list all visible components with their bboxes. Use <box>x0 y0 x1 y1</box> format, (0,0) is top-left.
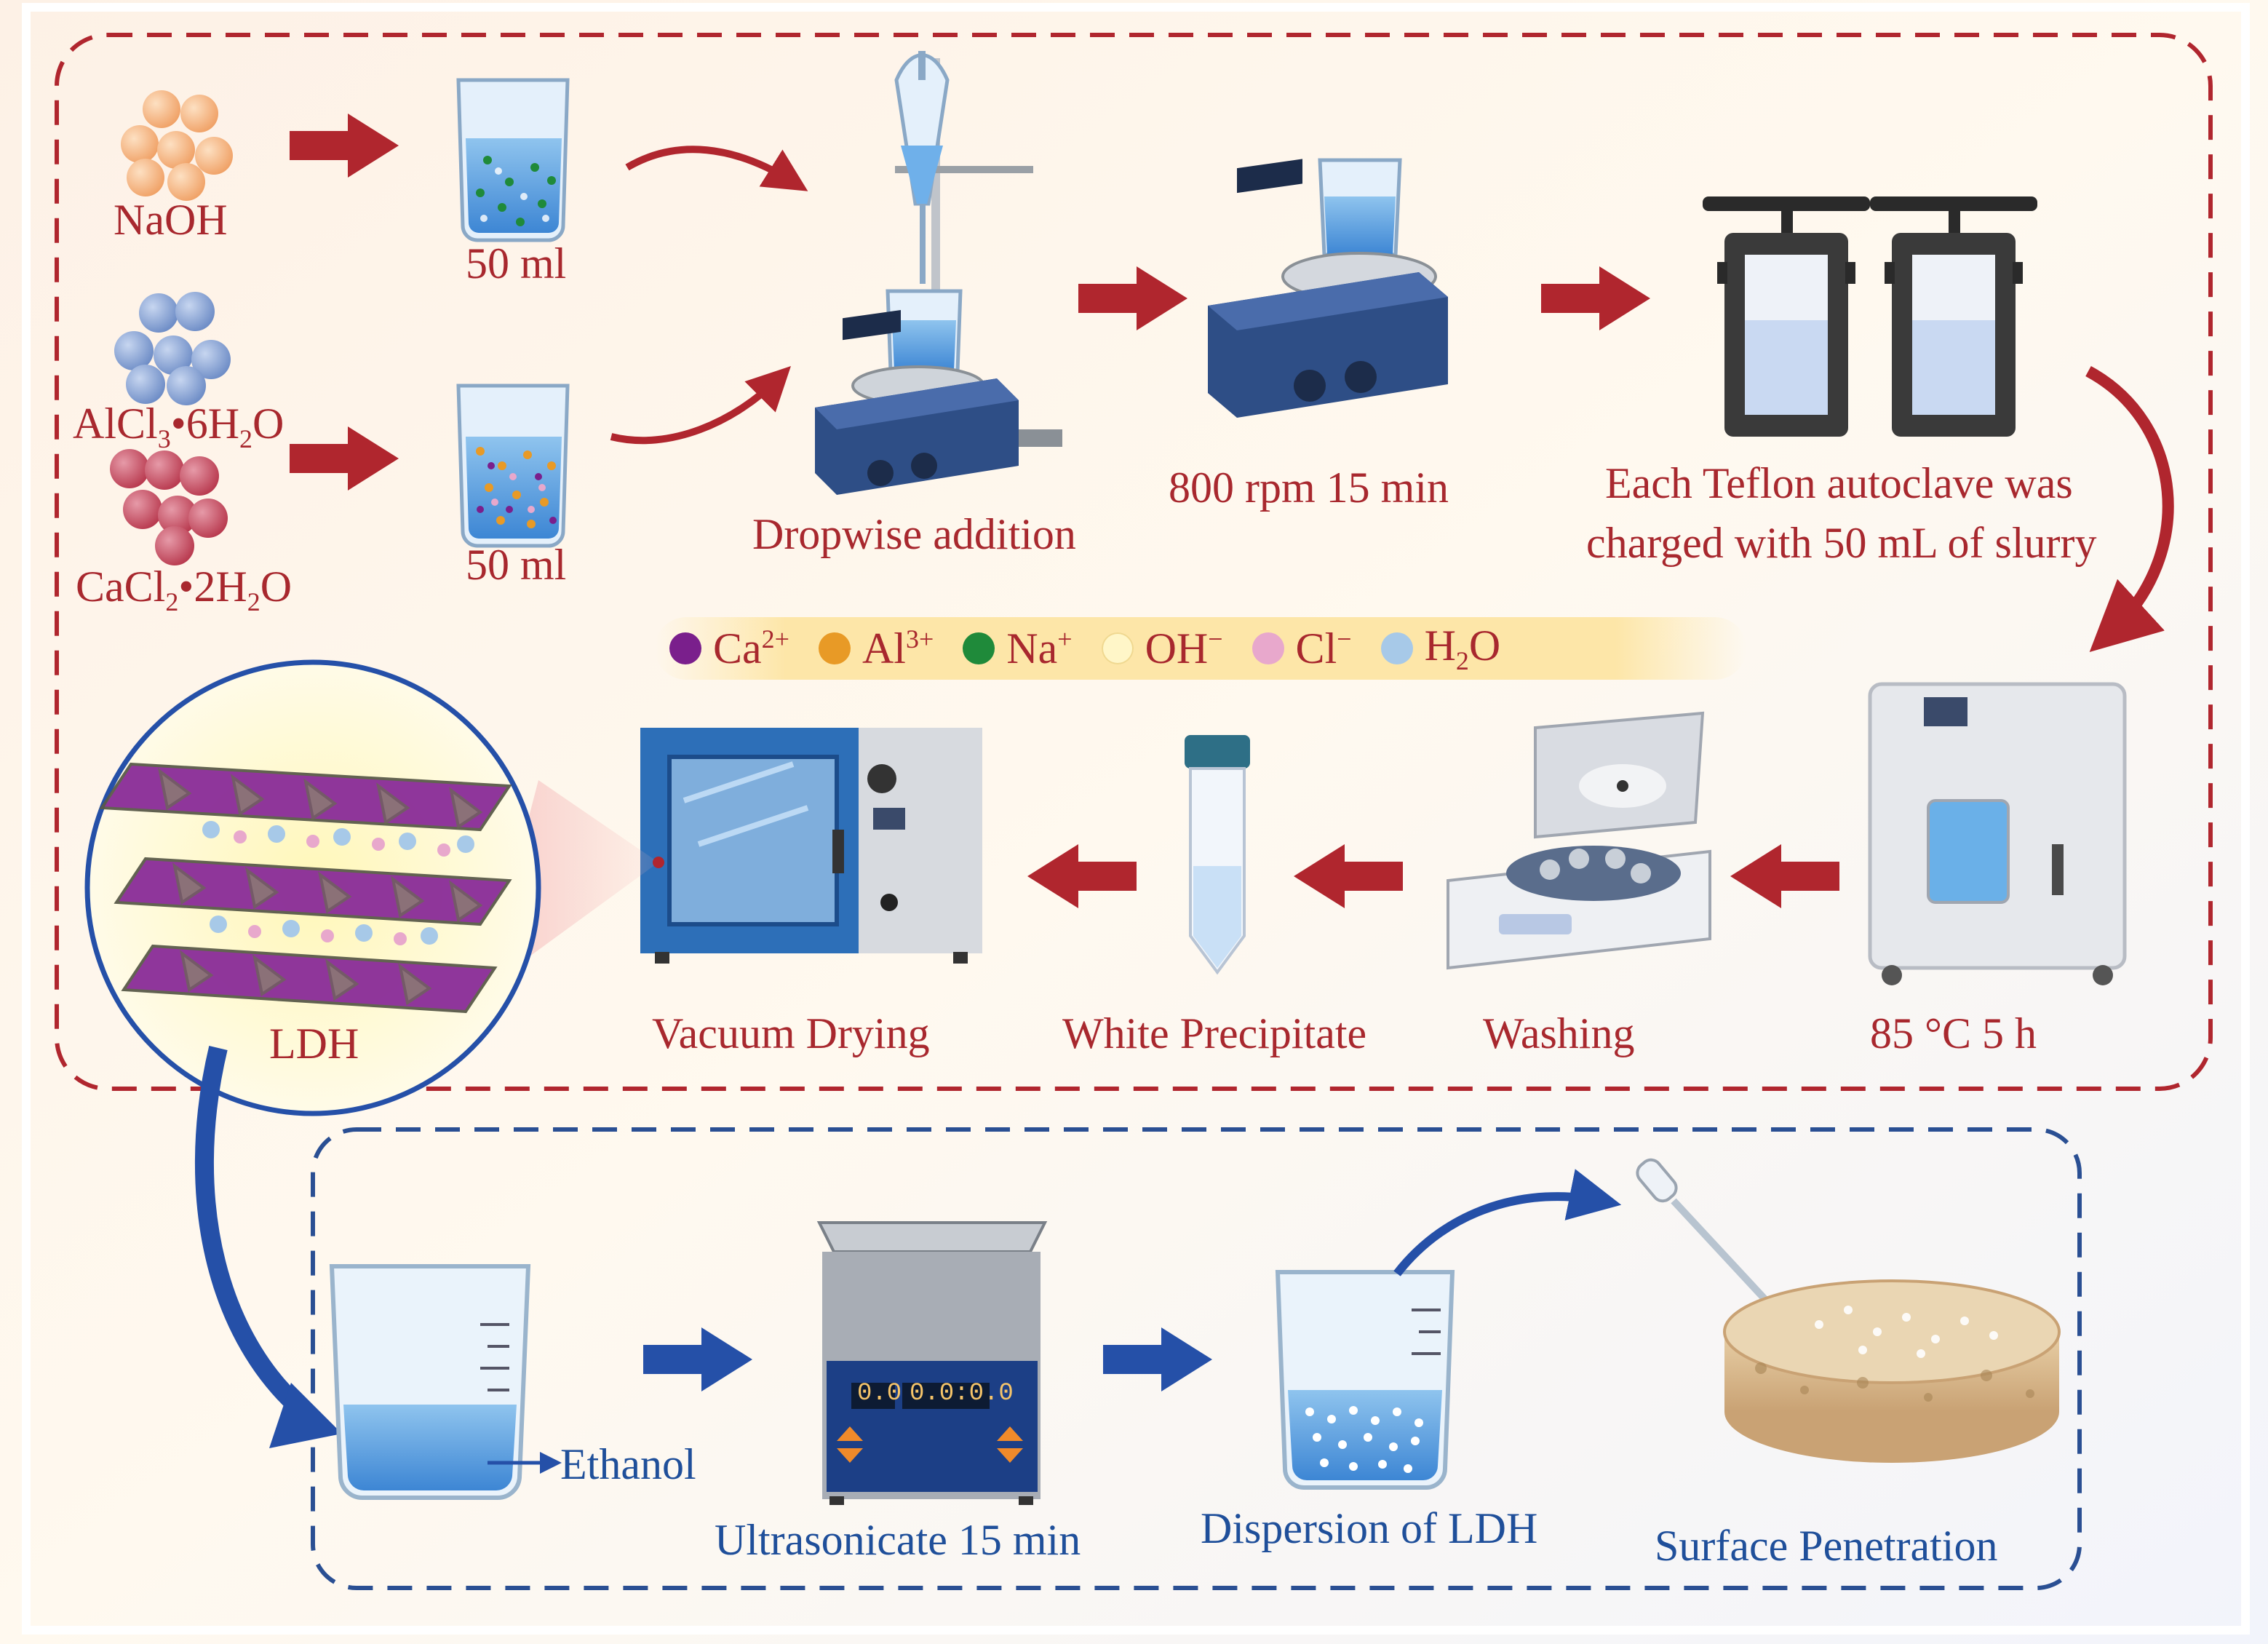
alcl3-label: AlCl3•6H2O <box>73 399 284 454</box>
beaker-salts <box>456 384 570 548</box>
legend-item-ca: Ca2+ <box>669 624 789 674</box>
stone-specimen <box>1723 1279 2061 1463</box>
vacuum-oven <box>640 728 982 964</box>
cleaner-display-right: 0.0:0.0 <box>910 1380 1014 1407</box>
legend-dot-al <box>818 632 851 664</box>
cacl2-spheres <box>110 449 228 565</box>
surface-penetration-label: Surface Penetration <box>1655 1522 1998 1570</box>
legend-text-cl: Cl− <box>1296 624 1352 674</box>
drying-label: Vacuum Drying <box>652 1009 930 1057</box>
dispersion-label: Dispersion of LDH <box>1201 1504 1538 1552</box>
ultrasonicate-label: Ultrasonicate 15 min <box>715 1516 1081 1564</box>
legend-dot-na <box>963 632 995 664</box>
cacl2-mid: •2H <box>178 563 247 611</box>
alcl3-sub2: 2 <box>239 424 253 453</box>
legend-base: H <box>1424 622 1456 670</box>
centrifuge-tube <box>1185 735 1250 975</box>
alcl3-spheres <box>114 292 231 405</box>
alcl3-mid: •6H <box>170 400 240 448</box>
legend-sup: − <box>1208 624 1223 654</box>
ldh-structure <box>84 659 541 1116</box>
alcl3-sub1: 3 <box>157 424 171 453</box>
legend-sup: 2+ <box>761 624 789 654</box>
legend-item-al: Al3+ <box>818 624 934 674</box>
beaker-bottom-volume: 50 ml <box>466 541 567 589</box>
legend-dot-oh <box>1101 632 1134 664</box>
legend-sup: 3+ <box>905 624 934 654</box>
legend-item-oh: OH− <box>1101 624 1223 674</box>
centrifuge <box>1447 711 1711 970</box>
cacl2-base: CaCl <box>76 563 166 611</box>
autoclave-label-line2: charged with 50 mL of slurry <box>1586 519 2097 567</box>
legend-text-ca: Ca2+ <box>713 624 789 674</box>
legend-base: Ca <box>713 624 762 672</box>
dispersion-beaker <box>1275 1270 1455 1490</box>
legend-base: Cl <box>1295 624 1337 672</box>
legend-item-na: Na+ <box>963 624 1073 674</box>
autoclaves <box>1703 196 2037 437</box>
legend-text-na: Na+ <box>1006 624 1072 674</box>
legend-dot-cl <box>1252 632 1284 664</box>
legend-base: Al <box>862 624 906 672</box>
beaker-naoh <box>456 78 570 242</box>
legend-text-al: Al3+ <box>862 624 934 674</box>
legend-base: OH <box>1145 624 1209 672</box>
magnetic-stirrer <box>1208 158 1448 418</box>
cleaner-display-left: 0.0 <box>857 1380 902 1407</box>
naoh-spheres <box>121 90 233 201</box>
ultrasonic-cleaner <box>816 1221 1048 1505</box>
legend-dot-ca <box>669 632 701 664</box>
legend-sup: − <box>1337 624 1352 654</box>
legend-item-cl: Cl− <box>1252 624 1352 674</box>
legend-dot-h2o <box>1380 632 1413 664</box>
alcl3-end: O <box>252 400 285 448</box>
drying-oven <box>1868 682 2127 985</box>
legend-sub: 2 <box>1455 646 1469 675</box>
legend-item-h2o: H2O <box>1380 621 1501 676</box>
dropwise-setup <box>815 51 1062 495</box>
beaker-top-volume: 50 ml <box>466 239 567 287</box>
legend-text-oh: OH− <box>1145 624 1223 674</box>
precipitate-label: White Precipitate <box>1062 1009 1367 1057</box>
legend-text-h2o: H2O <box>1425 621 1501 676</box>
ion-legend: Ca2+Al3+Na+OH−Cl−H2O <box>669 619 1732 678</box>
ethanol-beaker <box>329 1264 562 1501</box>
ethanol-label: Ethanol <box>560 1440 696 1488</box>
cacl2-sub2: 2 <box>247 587 260 616</box>
cacl2-end: O <box>260 563 293 611</box>
oven-label: 85 °C 5 h <box>1870 1009 2037 1057</box>
naoh-label: NaOH <box>114 196 228 244</box>
cacl2-label: CaCl2•2H2O <box>76 562 292 617</box>
stir-label: 800 rpm 15 min <box>1169 464 1449 512</box>
legend-base: Na <box>1006 624 1058 672</box>
autoclave-label-line1: Each Teflon autoclave was <box>1605 459 2073 507</box>
ldh-label: LDH <box>269 1020 359 1068</box>
dropwise-label: Dropwise addition <box>752 510 1076 558</box>
legend-end: O <box>1468 622 1501 670</box>
pipette <box>1636 1158 1771 1306</box>
cacl2-sub1: 2 <box>165 587 179 616</box>
legend-sup: + <box>1057 624 1073 654</box>
alcl3-base: AlCl <box>73 400 158 448</box>
washing-label: Washing <box>1483 1009 1635 1057</box>
